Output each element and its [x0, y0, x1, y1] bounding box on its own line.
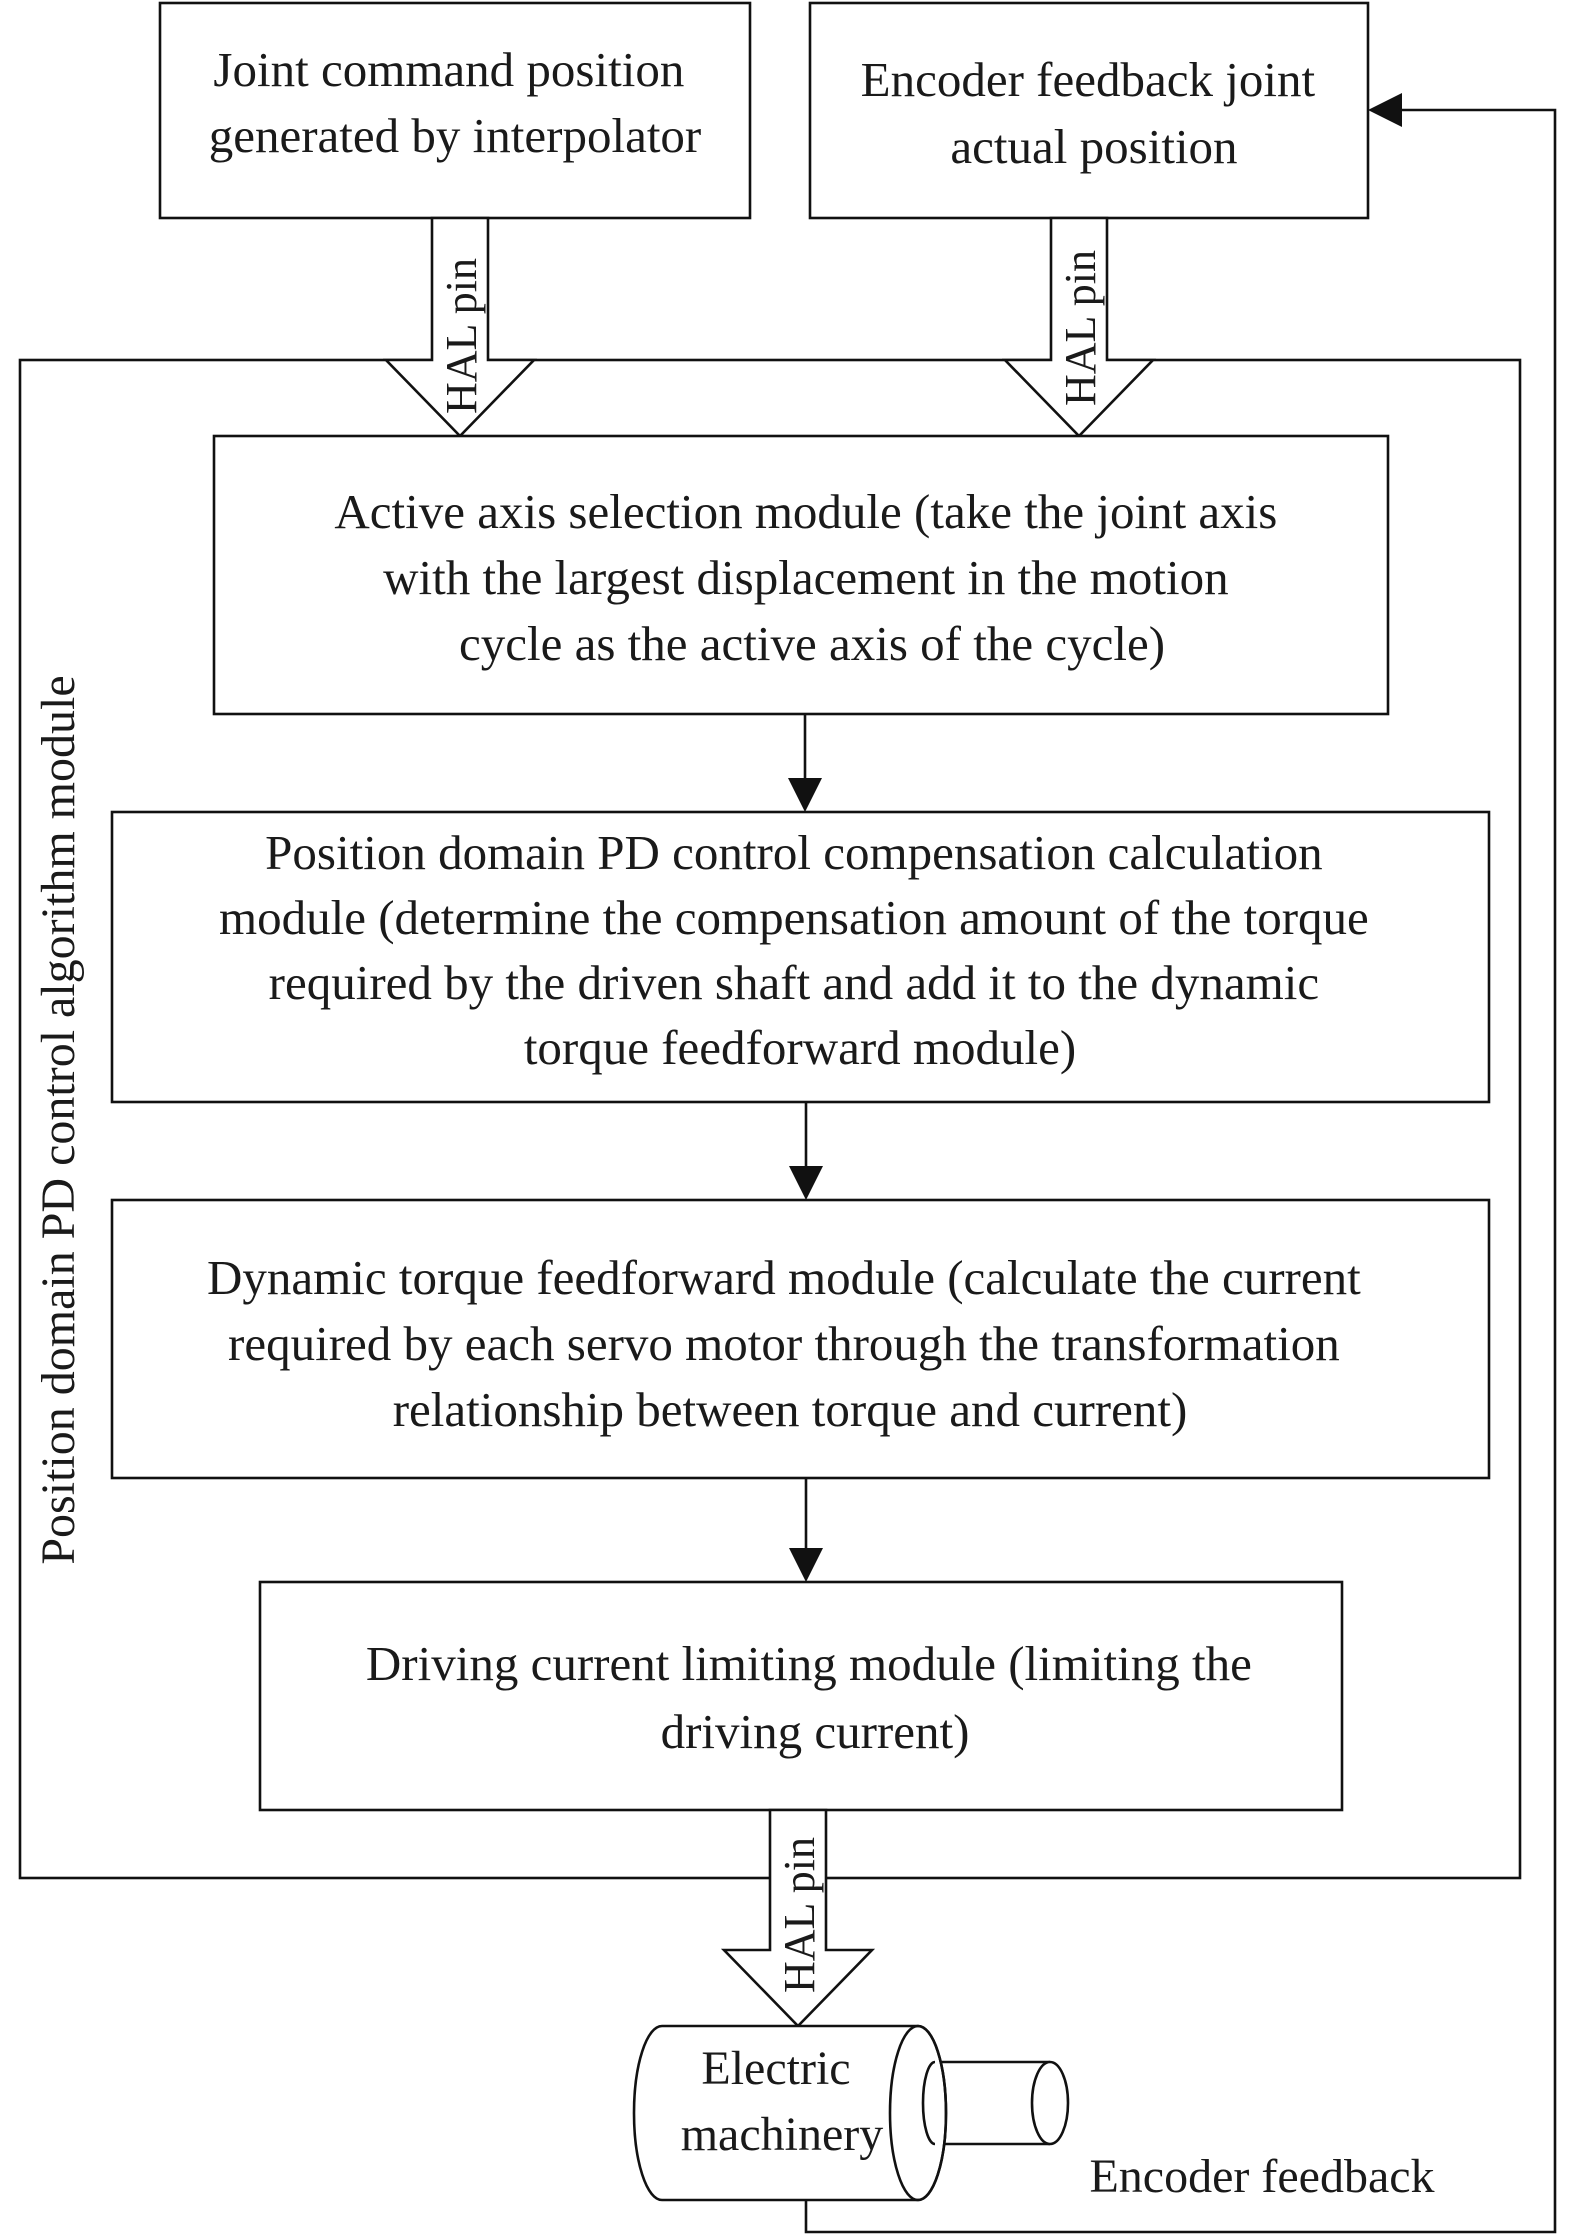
hal-pin-arrow-output: HAL pin	[720, 1808, 876, 2028]
hal-pin-arrow-command: HAL pin	[382, 216, 538, 438]
current-limiting-box: Driving current limiting module (limitin…	[258, 1580, 1344, 1812]
svg-text:Position domain PD control com: Position domain PD control compensation …	[219, 825, 1381, 1075]
svg-text:Joint command position g: Joint command position generated by inte…	[209, 42, 702, 163]
svg-text:HAL pin: HAL pin	[1056, 250, 1105, 406]
motor-label: Electric machinery	[681, 2042, 884, 2161]
pd-compensation-box: Position domain PD control compensation …	[110, 810, 1491, 1104]
pd-compensation-line-2: module (determine the compensation amoun…	[219, 890, 1369, 945]
command-position-box: Joint command position generated by inte…	[158, 1, 752, 220]
svg-text:HAL pin: HAL pin	[775, 1837, 824, 1993]
command-box-line-1: Joint command position	[213, 42, 684, 97]
encoder-feedback-label: Encoder feedback	[1089, 2150, 1434, 2203]
encoder-position-box: Encoder feedback joint actual position	[808, 1, 1370, 220]
motor-label-line-1: Electric	[701, 2042, 850, 2095]
svg-text:HAL pin: HAL pin	[437, 258, 486, 414]
svg-text:Dynamic torque feedforward mod: Dynamic torque feedforward module (calcu…	[207, 1250, 1373, 1437]
svg-text:Active axis selection module (: Active axis selection module (take the j…	[334, 484, 1289, 671]
flow-arrow-2	[789, 1102, 823, 1200]
pd-compensation-line-4: torque feedforward module)	[524, 1020, 1076, 1075]
torque-feedforward-box: Dynamic torque feedforward module (calcu…	[110, 1198, 1491, 1480]
encoder-feedback-loop	[804, 93, 1557, 2234]
active-axis-line-1: Active axis selection module (take the j…	[334, 484, 1277, 539]
current-limiting-line-1: Driving current limiting module (limitin…	[366, 1636, 1252, 1691]
pd-compensation-line-3: required by the driven shaft and add it …	[269, 955, 1319, 1010]
active-axis-selection-box: Active axis selection module (take the j…	[212, 434, 1390, 716]
svg-text:Driving current limiting modul: Driving current limiting module (limitin…	[366, 1636, 1264, 1759]
electric-motor-icon	[632, 2024, 1070, 2202]
flow-arrow-1	[788, 714, 822, 812]
hal-pin-arrow-encoder: HAL pin	[1001, 216, 1157, 438]
current-limiting-line-2: driving current)	[661, 1704, 970, 1759]
svg-text:Encoder feedback joint a: Encoder feedback joint actual position	[861, 52, 1328, 174]
active-axis-line-2: with the largest displacement in the mot…	[383, 550, 1229, 605]
pd-compensation-line-1: Position domain PD control compensation …	[265, 825, 1322, 880]
command-box-line-2: generated by interpolator	[209, 108, 702, 163]
active-axis-line-3: cycle as the active axis of the cycle)	[459, 616, 1165, 671]
algorithm-module-label: Position domain PD control algorithm mod…	[32, 675, 85, 1564]
encoder-box-line-2: actual position	[950, 119, 1237, 174]
torque-feedforward-line-3: relationship between torque and current)	[393, 1382, 1188, 1437]
encoder-box-line-1: Encoder feedback joint	[861, 52, 1316, 107]
torque-feedforward-line-2: required by each servo motor through the…	[228, 1316, 1340, 1371]
flow-arrow-3	[789, 1478, 823, 1582]
motor-label-line-2: machinery	[681, 2108, 884, 2161]
torque-feedforward-line-1: Dynamic torque feedforward module (calcu…	[207, 1250, 1361, 1305]
